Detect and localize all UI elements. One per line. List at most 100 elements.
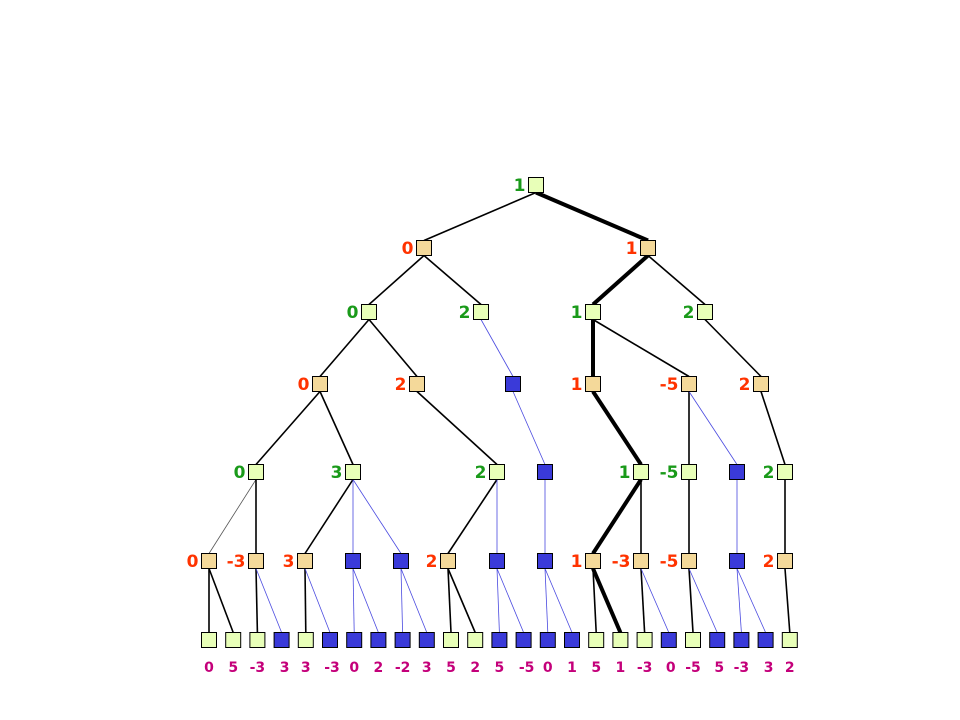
tree-edge-n1000 — [591, 390, 643, 466]
leaf-value-l22: 5 — [714, 660, 724, 676]
leaf-value-l14: -5 — [519, 660, 535, 676]
node-value-n0010: 2 — [475, 463, 487, 483]
min-node-n110 — [753, 376, 769, 392]
min-node-n11000 — [777, 553, 793, 569]
leaf-value-l10: 3 — [422, 660, 432, 676]
tree-edge-n1011 — [688, 391, 738, 465]
leaf-value-l5: 3 — [301, 660, 311, 676]
tree-edge-l12 — [447, 568, 476, 633]
node-value-n00010: 3 — [283, 552, 295, 572]
leaf-value-l6: -3 — [324, 660, 340, 676]
min-node-n10110 — [729, 553, 745, 569]
tree-edge-l8 — [352, 568, 379, 633]
min-node-n10000 — [585, 553, 601, 569]
min-node-n00001 — [248, 553, 264, 569]
tree-edge-l9 — [400, 568, 403, 633]
node-value-n100: 1 — [571, 375, 583, 395]
node-value-n00100: 2 — [426, 552, 438, 572]
tree-edge-l18 — [591, 567, 623, 634]
node-value-n00001: -3 — [227, 552, 246, 572]
node-value-n000: 0 — [298, 375, 310, 395]
node-value-root: 1 — [514, 176, 526, 196]
tree-edge-l3 — [255, 568, 259, 633]
max-node-n00 — [361, 304, 377, 320]
node-value-n10001: -3 — [612, 552, 631, 572]
leaf-value-l12: 2 — [470, 660, 480, 676]
leaf-node-l9 — [394, 632, 411, 648]
leaf-node-l5 — [297, 632, 314, 648]
tree-edge-n000 — [319, 318, 370, 378]
max-node-root — [528, 177, 544, 193]
tree-edge-n11 — [647, 254, 706, 306]
tree-edge-n0010 — [416, 390, 498, 466]
tree-edge-n10000 — [591, 478, 643, 555]
min-node-n00100 — [440, 553, 456, 569]
min-node-n00011 — [345, 553, 361, 569]
leaf-node-l18 — [612, 632, 629, 648]
leaf-node-l11 — [443, 632, 459, 648]
leaf-node-l8 — [370, 632, 387, 648]
tree-edge-l6 — [304, 568, 331, 633]
tree-edge-l7 — [352, 568, 355, 633]
tree-edge-l10 — [400, 568, 428, 633]
leaf-node-l1 — [201, 632, 217, 648]
leaf-node-l15 — [539, 632, 556, 648]
leaf-node-l2 — [225, 632, 242, 648]
node-value-n001: 2 — [395, 375, 407, 395]
min-node-n00101 — [489, 553, 505, 569]
min-node-n10001 — [633, 553, 649, 569]
leaf-node-l10 — [418, 632, 435, 648]
tree-edge-l22 — [688, 568, 718, 633]
tree-edge-n0 — [423, 191, 537, 242]
node-value-n11: 2 — [683, 303, 695, 323]
min-node-n010 — [505, 376, 521, 392]
min-node-n00010 — [297, 553, 313, 569]
leaf-node-l24 — [757, 632, 774, 648]
tree-edge-l21 — [688, 568, 694, 633]
leaf-value-l23: -3 — [734, 660, 750, 676]
leaf-value-l21: -5 — [685, 660, 701, 676]
leaf-value-l25: 2 — [785, 660, 795, 676]
leaf-value-l11: 5 — [446, 660, 456, 676]
min-node-n01000 — [537, 553, 553, 569]
leaf-node-l22 — [709, 632, 726, 648]
leaf-value-l18: 1 — [616, 660, 626, 676]
tree-edge-l2 — [208, 568, 234, 633]
leaf-value-l13: 5 — [495, 660, 505, 676]
node-value-n10000: 1 — [571, 552, 583, 572]
node-value-n101: -5 — [660, 375, 679, 395]
tree-edge-l15 — [544, 568, 549, 633]
leaf-node-l17 — [588, 632, 605, 648]
max-node-n1010 — [681, 464, 697, 480]
leaf-node-l20 — [660, 632, 677, 648]
leaf-node-l13 — [491, 632, 508, 648]
leaf-value-l4: 3 — [280, 660, 290, 676]
tree-edge-n01 — [423, 254, 482, 306]
tree-edge-n101 — [592, 318, 690, 378]
max-node-n0001 — [345, 464, 361, 480]
leaf-node-l12 — [467, 632, 484, 648]
node-value-n10100: -5 — [660, 552, 679, 572]
leaf-value-l15: 0 — [543, 660, 553, 676]
max-node-n0100 — [537, 464, 553, 480]
tree-edge-n10 — [591, 254, 650, 306]
node-value-n00000: 0 — [187, 552, 199, 572]
leaf-value-l3: -3 — [250, 660, 266, 676]
min-node-n000 — [312, 376, 328, 392]
tree-edge-n00000 — [208, 479, 257, 554]
tree-edges — [208, 190, 791, 634]
tree-edge-l4 — [255, 568, 282, 633]
max-node-n1000 — [633, 464, 649, 480]
tree-edge-n110 — [704, 318, 762, 378]
tree-edge-l24 — [736, 568, 766, 633]
tree-edge-n00 — [368, 254, 425, 306]
tree-edge-n010 — [480, 319, 514, 377]
leaf-value-l9: -2 — [395, 660, 411, 676]
leaf-value-l2: 5 — [228, 660, 238, 676]
leaf-value-l1: 0 — [204, 660, 214, 676]
tree-edge-n0000 — [255, 390, 321, 466]
max-node-n10 — [585, 304, 601, 320]
leaf-value-l7: 0 — [349, 660, 359, 676]
tree-edge-l17 — [592, 568, 597, 633]
